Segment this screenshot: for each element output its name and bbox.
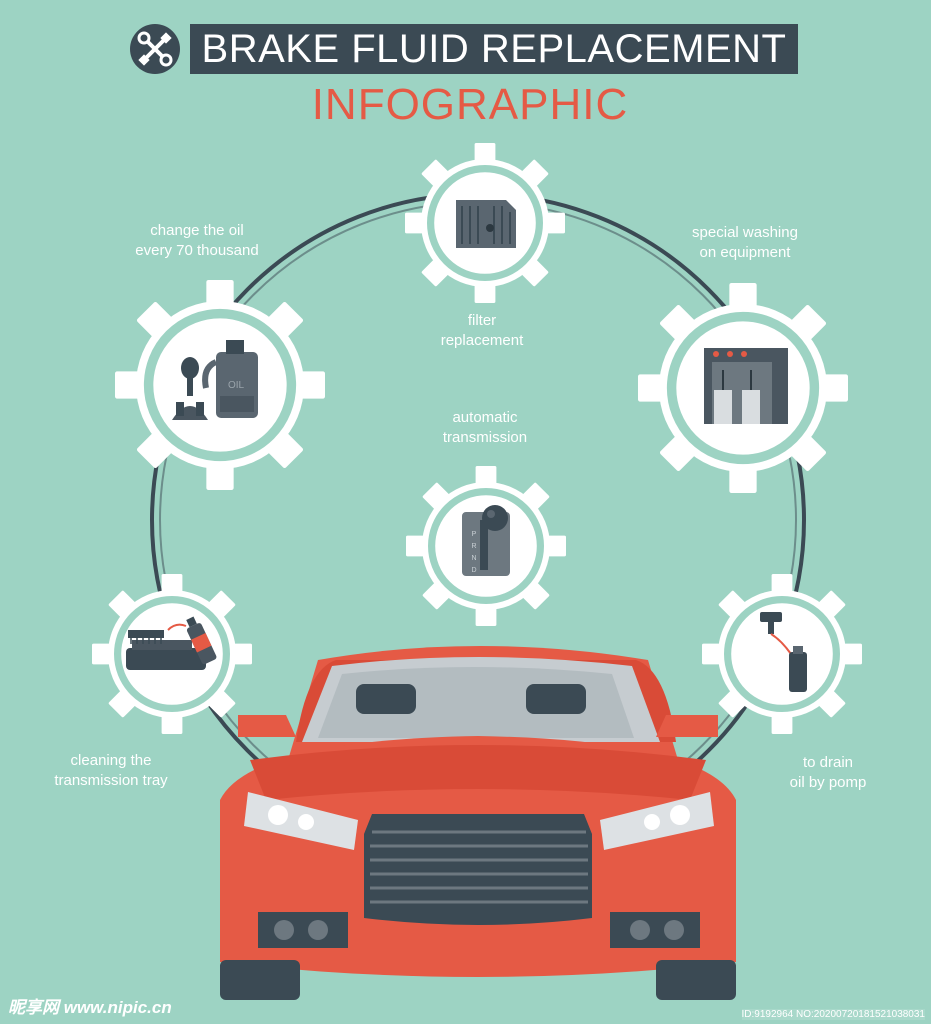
- step-automatic-label: automatic transmission: [442, 409, 528, 446]
- gear-shifter-icon: P R N D: [462, 505, 510, 576]
- filter-icon: [456, 200, 516, 248]
- washing-equipment-icon: [704, 348, 788, 424]
- svg-text:P: P: [472, 531, 477, 538]
- tools-icon: [130, 24, 180, 74]
- svg-text:OIL: OIL: [228, 380, 245, 391]
- watermark-left: 昵享网 www.nipic.cn: [8, 998, 172, 1017]
- transmission-tray-icon: [126, 616, 217, 670]
- gear-pump: [702, 574, 862, 734]
- car-illustration: [220, 646, 736, 1000]
- step-oil-label: change the oil every 70 thousand: [135, 222, 259, 259]
- svg-text:R: R: [471, 543, 476, 550]
- step-tray-label: cleaning the transmission tray: [54, 752, 168, 789]
- pump-icon: [760, 612, 807, 692]
- svg-text:D: D: [471, 567, 476, 574]
- step-filter-label: filter replacement: [440, 312, 524, 349]
- watermark-right: ID:9192964 NO:20200720181521038031: [741, 1009, 925, 1020]
- oil-canister-icon: OIL: [172, 340, 258, 420]
- page-subtitle: INFOGRAPHIC: [311, 80, 629, 129]
- step-washing-label: special washing on equipment: [692, 224, 798, 261]
- page-title: BRAKE FLUID REPLACEMENT: [190, 24, 798, 74]
- step-pump-label: to drain oil by pomp: [789, 754, 867, 791]
- svg-text:N: N: [471, 555, 476, 562]
